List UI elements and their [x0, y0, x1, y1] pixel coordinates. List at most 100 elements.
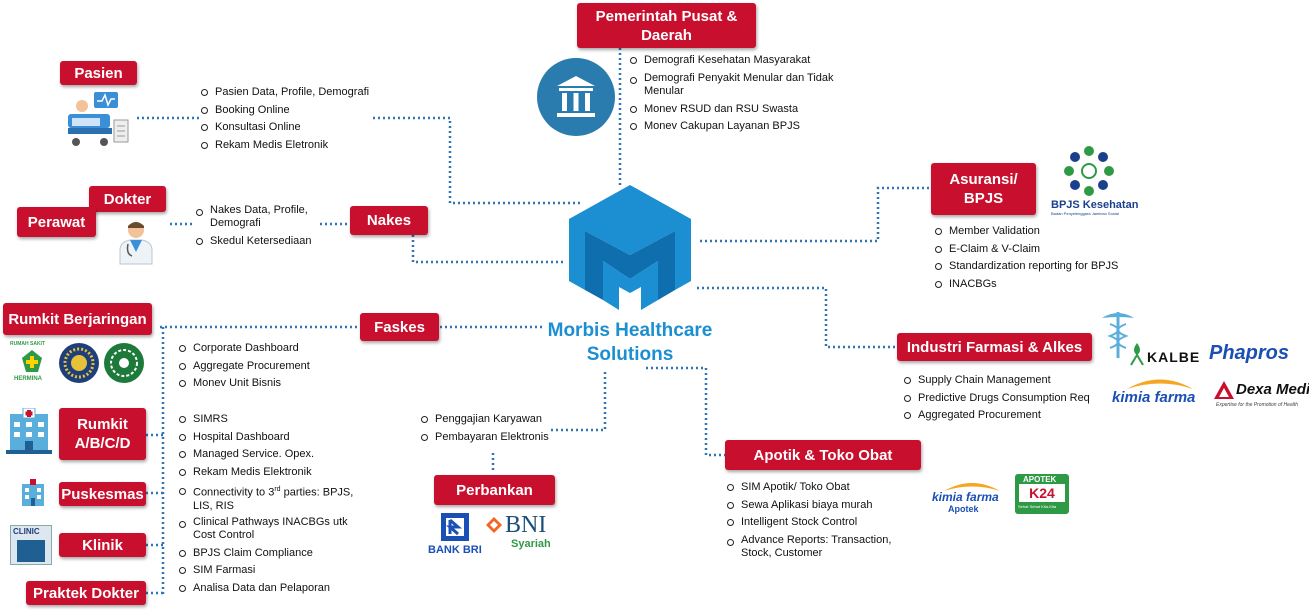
bni-syariah-text: Syariah — [511, 538, 551, 550]
kalbe-leaf-icon — [1130, 343, 1144, 366]
list-perbankan: Penggajian Karyawan Pembayaran Elektroni… — [420, 411, 580, 446]
label-faskes: Faskes — [360, 313, 439, 341]
bpjs-logo-icon — [1064, 146, 1114, 196]
rumah-sakit-text: RUMAH SAKIT — [10, 341, 45, 347]
list-item: SIMRS — [178, 411, 363, 429]
caduceus-icon — [1102, 312, 1134, 358]
kalbe-text: KALBE — [1147, 349, 1201, 365]
label-klinik: Klinik — [59, 533, 146, 557]
bpjs-title: BPJS Kesehatan — [1051, 199, 1139, 211]
bank-bri-text: BANK BRI — [428, 544, 482, 556]
list-item: Demografi Penyakit Menular dan Tidak Men… — [629, 72, 839, 98]
list-rumkit: SIMRS Hospital Dashboard Managed Service… — [178, 411, 363, 597]
kimia-farma-text: kimia farma — [1112, 389, 1196, 406]
list-industri: Supply Chain Management Predictive Drugs… — [903, 372, 1103, 425]
clinic-text: CLINIC — [13, 527, 40, 536]
hospital-building-icon — [6, 408, 52, 454]
connector-asuransi — [700, 186, 930, 243]
hermina-logo-icon: RUMAH SAKIT HERMINA — [10, 341, 56, 385]
list-item: Aggregate Procurement — [178, 358, 338, 376]
list-item: Pembayaran Elektronis — [420, 429, 580, 447]
dexa-subtitle: Expertise for the Promotion of Health — [1216, 402, 1298, 408]
doctor-icon — [119, 222, 153, 265]
list-item: Skedul Ketersediaan — [195, 233, 330, 251]
bank-bri-logo-icon — [441, 513, 469, 541]
government-building-icon — [537, 58, 615, 136]
label-pemerintah: Pemerintah Pusat & Daerah — [577, 3, 756, 48]
puskesmas-building-icon — [22, 479, 44, 506]
list-asuransi: Member Validation E-Claim & V-Claim Stan… — [934, 223, 1144, 293]
connector-apotik — [646, 366, 725, 457]
list-item: Konsultasi Online — [200, 119, 390, 137]
list-pasien: Pasien Data, Profile, Demografi Booking … — [200, 84, 390, 154]
list-item: BPJS Claim Compliance — [178, 545, 363, 563]
label-apotik: Apotik & Toko Obat — [725, 440, 921, 470]
connector-pasien — [373, 116, 580, 205]
list-item: E-Claim & V-Claim — [934, 241, 1144, 259]
k24-main-text: K24 — [1019, 484, 1065, 502]
label-perbankan: Perbankan — [434, 475, 555, 505]
brand-line2: Solutions — [586, 344, 674, 365]
label-perawat: Perawat — [17, 207, 96, 237]
list-item: SIM Apotik/ Toko Obat — [726, 479, 916, 497]
k24-subtitle: Sehat Sehat Kita-Kita — [1018, 504, 1057, 509]
list-item: Advance Reports: Transaction, Stock, Cus… — [726, 534, 916, 560]
nu-hospital-logo-icon — [104, 343, 144, 383]
list-item: Monev Cakupan Layanan BPJS — [629, 118, 839, 136]
list-item: Standardization reporting for BPJS — [934, 258, 1144, 276]
list-item: Supply Chain Management — [903, 372, 1103, 390]
label-dokter: Dokter — [89, 186, 166, 212]
label-puskesmas: Puskesmas — [59, 482, 146, 506]
label-pasien: Pasien — [60, 61, 137, 85]
dexa-logo-icon — [1214, 381, 1234, 399]
clinic-building-icon: CLINIC — [10, 525, 52, 565]
list-item: Penggajian Karyawan — [420, 411, 580, 429]
bni-text: BNI — [505, 512, 547, 538]
list-item: Rekam Medis Elektronik — [178, 464, 363, 482]
list-item: Member Validation — [934, 223, 1144, 241]
label-rumkit-berjaringan: Rumkit Berjaringan — [3, 303, 152, 335]
list-rumkit-berjaringan: Corporate Dashboard Aggregate Procuremen… — [178, 340, 338, 393]
list-item: Pasien Data, Profile, Demografi — [200, 84, 390, 102]
list-item: Rekam Medis Eletronik — [200, 137, 390, 155]
list-item: Monev Unit Bisnis — [178, 375, 338, 393]
list-apotik: SIM Apotik/ Toko Obat Sewa Aplikasi biay… — [726, 479, 916, 563]
list-item: Connectivity to 3rd parties: BPJS, LIS, … — [178, 483, 363, 513]
list-item: Clinical Pathways INACBGs utk Cost Contr… — [178, 516, 363, 542]
kimia-farma-apotek-subtitle: Apotek — [948, 504, 979, 514]
dexa-text: Dexa Medica — [1236, 381, 1309, 398]
k24-top-text: APOTEK — [1023, 475, 1057, 484]
list-item: Demografi Kesehatan Masyarakat — [629, 52, 839, 70]
bni-logo-icon — [486, 517, 502, 533]
bpjs-subtitle: Badan Penyelenggara Jaminan Sosial — [1051, 211, 1119, 216]
list-item: Predictive Drugs Consumption Req — [903, 390, 1103, 408]
connector-nakes — [411, 235, 565, 264]
morbis-logo — [569, 185, 691, 310]
hermina-text: HERMINA — [14, 376, 42, 382]
phapros-text: Phapros — [1209, 342, 1290, 364]
label-rumkit-abcd: Rumkit A/B/C/D — [59, 408, 146, 460]
kimia-farma-apotek-swoosh-icon — [944, 483, 1000, 491]
list-nakes: Nakes Data, Profile, Demografi Skedul Ke… — [195, 202, 330, 251]
list-item: Nakes Data, Profile, Demografi — [195, 204, 330, 230]
patient-bed-icon — [68, 92, 129, 146]
kimia-farma-apotek-text: kimia farma — [932, 490, 999, 504]
brand-line1: Morbis Healthcare — [547, 320, 713, 341]
apotek-k24-logo-icon: APOTEK K24 Sehat Sehat Kita-Kita — [1015, 474, 1069, 514]
list-item: Booking Online — [200, 102, 390, 120]
list-item: Intelligent Stock Control — [726, 514, 916, 532]
list-item: Aggregated Procurement — [903, 407, 1103, 425]
label-praktek-dokter: Praktek Dokter — [26, 581, 146, 605]
list-item: Monev RSUD dan RSU Swasta — [629, 101, 839, 119]
list-item: Managed Service. Opex. — [178, 446, 363, 464]
muhammadiyah-logo-icon — [59, 343, 99, 383]
label-industri: Industri Farmasi & Alkes — [897, 333, 1092, 361]
list-item: Sewa Aplikasi biaya murah — [726, 497, 916, 515]
kimia-farma-swoosh-icon — [1127, 379, 1193, 389]
list-item: INACBGs — [934, 276, 1144, 294]
label-nakes: Nakes — [350, 206, 428, 235]
list-item: SIM Farmasi — [178, 562, 363, 580]
brand-name: Morbis Healthcare Solutions — [520, 319, 740, 367]
label-asuransi: Asuransi/ BPJS — [931, 163, 1036, 215]
